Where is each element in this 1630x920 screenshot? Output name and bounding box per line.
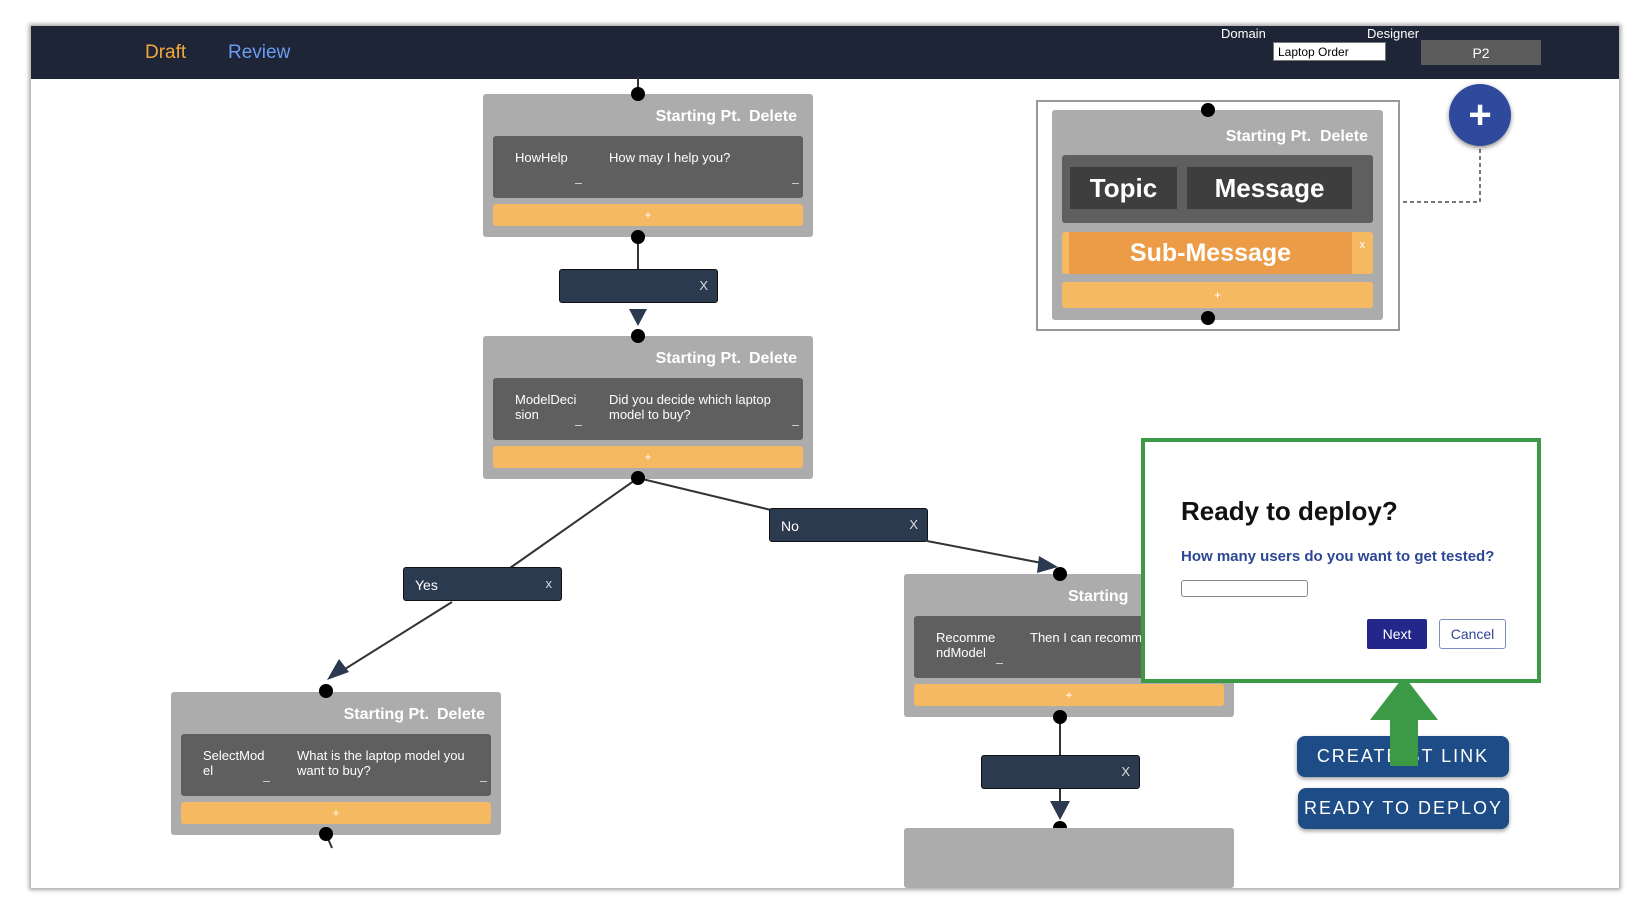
legend-output-port xyxy=(1201,311,1215,325)
topic-field[interactable]: Recomme ndModel xyxy=(936,630,996,660)
dialog-title: Ready to deploy? xyxy=(1181,496,1398,526)
resize-handle-icon[interactable] xyxy=(792,176,799,184)
add-submessage-button[interactable]: + xyxy=(493,446,803,468)
tab-draft[interactable]: Draft xyxy=(145,42,187,63)
remove-link-button[interactable]: X xyxy=(699,278,708,293)
legend-remove-icon: x xyxy=(1359,239,1366,251)
resize-handle-icon[interactable] xyxy=(792,418,799,426)
starting-point-button[interactable]: Starting xyxy=(1068,588,1129,605)
node-header: Starting Pt. Delete xyxy=(648,108,797,126)
resize-handle-icon[interactable] xyxy=(575,176,582,184)
input-port[interactable] xyxy=(631,329,645,343)
add-submessage-button[interactable]: + xyxy=(181,802,491,824)
add-submessage-button[interactable]: + xyxy=(493,204,803,226)
message-field[interactable]: Did you decide which laptop model to buy… xyxy=(609,392,771,422)
message-field[interactable]: How may I help you? xyxy=(609,150,731,165)
add-node-button[interactable]: + xyxy=(1449,84,1511,146)
add-submessage-button[interactable]: + xyxy=(914,684,1224,706)
output-port[interactable] xyxy=(1053,710,1067,724)
message-field[interactable]: What is the laptop model you want to buy… xyxy=(297,748,465,778)
input-port[interactable] xyxy=(1053,567,1067,581)
dialog-question: How many users do you want to get tested… xyxy=(1181,548,1495,565)
output-port[interactable] xyxy=(631,230,645,244)
node-header: Starting Pt. Delete xyxy=(336,706,485,724)
domain-label: Domain xyxy=(1221,26,1266,41)
topic-field[interactable]: HowHelp xyxy=(515,150,568,165)
condition-label[interactable]: Yes xyxy=(415,577,438,593)
arrow-up-icon xyxy=(1370,676,1438,766)
input-port[interactable] xyxy=(319,684,333,698)
resize-handle-icon[interactable] xyxy=(575,418,582,426)
arrow-head xyxy=(1050,801,1070,820)
designer-label: Designer xyxy=(1367,26,1420,41)
output-port[interactable] xyxy=(319,827,333,841)
tab-review[interactable]: Review xyxy=(228,42,291,63)
next-button[interactable]: Next xyxy=(1367,619,1427,649)
node-header: Starting xyxy=(1068,588,1128,606)
legend-header: Starting Pt. Delete xyxy=(1226,128,1368,146)
user-count-input[interactable] xyxy=(1181,580,1308,597)
dialog-node[interactable]: Starting Pt. Delete HowHelp How may I hel… xyxy=(483,94,813,237)
app-window: Draft Review Domain Designer P2 Starting… xyxy=(31,26,1619,888)
legend-topic-label: Topic xyxy=(1070,167,1177,209)
legend-message-label: Message xyxy=(1187,167,1352,209)
arrow-head xyxy=(327,659,349,680)
starting-point-button[interactable]: Starting Pt. xyxy=(655,350,741,367)
resize-handle-icon[interactable] xyxy=(996,656,1003,664)
remove-link-button[interactable]: x xyxy=(545,576,553,591)
legend-starting-label: Starting Pt. xyxy=(1225,128,1312,145)
node-content: HowHelp How may I help you? xyxy=(493,136,803,198)
node-header: Starting Pt. Delete xyxy=(648,350,797,368)
condition-label[interactable]: No xyxy=(781,518,799,534)
legend-add-bar: + xyxy=(1062,282,1373,308)
delete-button[interactable]: Delete xyxy=(436,706,485,723)
legend-submessage: Sub-Message x xyxy=(1062,232,1373,274)
ready-to-deploy-button[interactable]: READY TO DEPLOY xyxy=(1298,788,1509,829)
resize-handle-icon[interactable] xyxy=(263,774,270,782)
condition-link[interactable]: X xyxy=(981,755,1140,789)
legend-submessage-label: Sub-Message xyxy=(1069,232,1352,274)
arrow-head xyxy=(1037,556,1058,573)
top-bar: Draft Review Domain Designer P2 xyxy=(31,26,1619,79)
condition-link-yes[interactable]: Yes x xyxy=(403,567,562,601)
node-content: SelectMod el What is the laptop model yo… xyxy=(181,734,491,796)
deploy-dialog: Ready to deploy? How many users do you w… xyxy=(1141,438,1541,683)
node-content: ModelDeci sion Did you decide which lapt… xyxy=(493,378,803,440)
topic-field[interactable]: SelectMod el xyxy=(203,748,265,778)
starting-point-button[interactable]: Starting Pt. xyxy=(343,706,429,723)
remove-link-button[interactable]: X xyxy=(1121,764,1130,779)
legend-node: Starting Pt. Delete Topic Message Sub-Me… xyxy=(1052,110,1383,320)
node-legend: Starting Pt. Delete Topic Message Sub-Me… xyxy=(1036,100,1400,331)
input-port[interactable] xyxy=(631,87,645,101)
arrow-head xyxy=(629,309,647,326)
dialog-node[interactable] xyxy=(904,828,1234,888)
output-port[interactable] xyxy=(631,471,645,485)
delete-button[interactable]: Delete xyxy=(748,350,797,367)
legend-input-port xyxy=(1201,103,1215,117)
topic-field[interactable]: ModelDeci sion xyxy=(515,392,577,422)
starting-point-button[interactable]: Starting Pt. xyxy=(655,108,741,125)
condition-link[interactable]: X xyxy=(559,269,718,303)
resize-handle-icon[interactable] xyxy=(480,774,487,782)
legend-content: Topic Message xyxy=(1062,155,1373,223)
delete-button[interactable]: Delete xyxy=(748,108,797,125)
domain-input[interactable] xyxy=(1273,42,1386,61)
condition-link-no[interactable]: No X xyxy=(769,508,928,542)
cancel-button[interactable]: Cancel xyxy=(1439,619,1506,649)
dialog-node[interactable]: Starting Pt. Delete ModelDeci sion Did yo… xyxy=(483,336,813,479)
remove-link-button[interactable]: X xyxy=(909,517,918,532)
dialog-node[interactable]: Starting Pt. Delete SelectMod el What is … xyxy=(171,692,501,835)
designer-field[interactable]: P2 xyxy=(1421,40,1541,65)
legend-delete-label: Delete xyxy=(1319,128,1368,145)
